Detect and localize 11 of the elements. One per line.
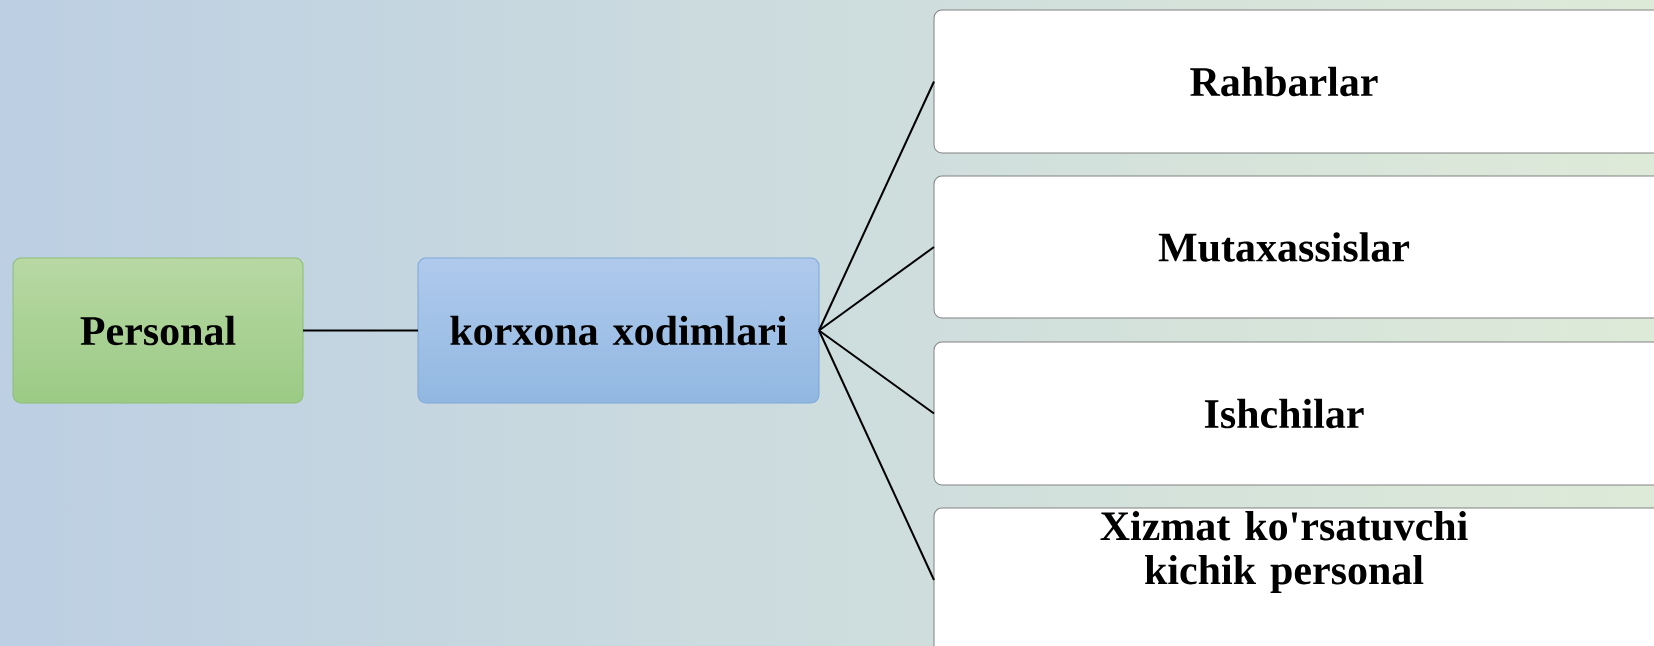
- category-box: Ishchilar: [933, 341, 1654, 486]
- connector-line: [818, 246, 935, 332]
- connector-line: [302, 329, 419, 332]
- process-box: korxona xodimlari: [417, 257, 820, 404]
- connector-line: [818, 80, 935, 332]
- connector-line: [818, 329, 935, 415]
- connector-line: [818, 329, 935, 581]
- category-box: Xizmat ko'rsatuvchi kichik personal: [933, 507, 1654, 646]
- process-box: Personal: [12, 257, 304, 404]
- category-box: Rahbarlar: [933, 9, 1654, 154]
- category-box: Mutaxassislar: [933, 175, 1654, 319]
